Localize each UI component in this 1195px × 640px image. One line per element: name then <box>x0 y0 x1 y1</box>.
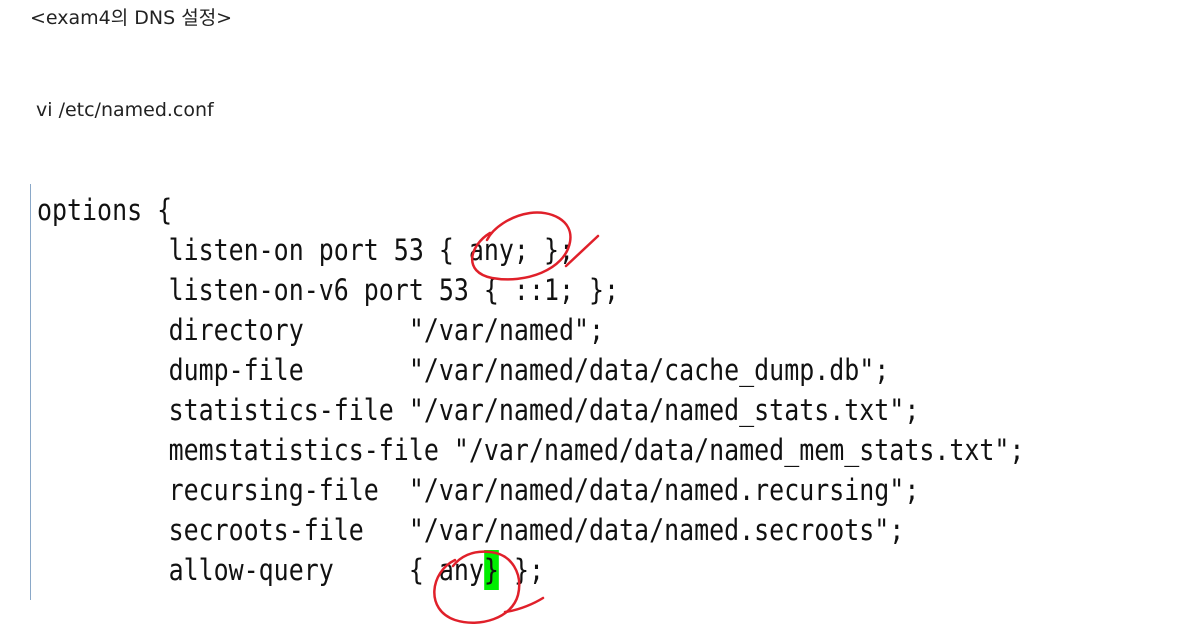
code-lines: options { listen-on port 53 { any; }; li… <box>37 190 1185 590</box>
code-line-dump-file: dump-file "/var/named/data/cache_dump.db… <box>168 353 890 387</box>
allow-query-closing: }; <box>498 553 544 587</box>
code-block: options { listen-on port 53 { any; }; li… <box>30 184 1181 600</box>
red-tail-allow-query-any <box>503 596 545 614</box>
code-line-allow-query: allow-query { any} }; <box>37 550 1024 590</box>
code-line-listen-on-v6: listen-on-v6 port 53 { ::1; }; <box>168 273 620 307</box>
code-line-listen-on: listen-on port 53 { any; }; <box>168 233 574 267</box>
code-line-recursing-file: recursing-file "/var/named/data/named.re… <box>168 473 920 507</box>
allow-query-text: allow-query { any <box>168 553 484 587</box>
page-heading: <exam4의 DNS 설정> <box>30 7 233 29</box>
code-line-memstatistics-file: memstatistics-file "/var/named/data/name… <box>168 433 1025 467</box>
code-line-directory: directory "/var/named"; <box>168 313 605 347</box>
code-line-statistics-file: statistics-file "/var/named/data/named_s… <box>168 393 920 427</box>
code-line-secroots-file: secroots-file "/var/named/data/named.sec… <box>168 513 905 547</box>
text-cursor: } <box>483 550 499 590</box>
code-line-options: options { <box>37 193 173 227</box>
command-line: vi /etc/named.conf <box>36 99 214 121</box>
